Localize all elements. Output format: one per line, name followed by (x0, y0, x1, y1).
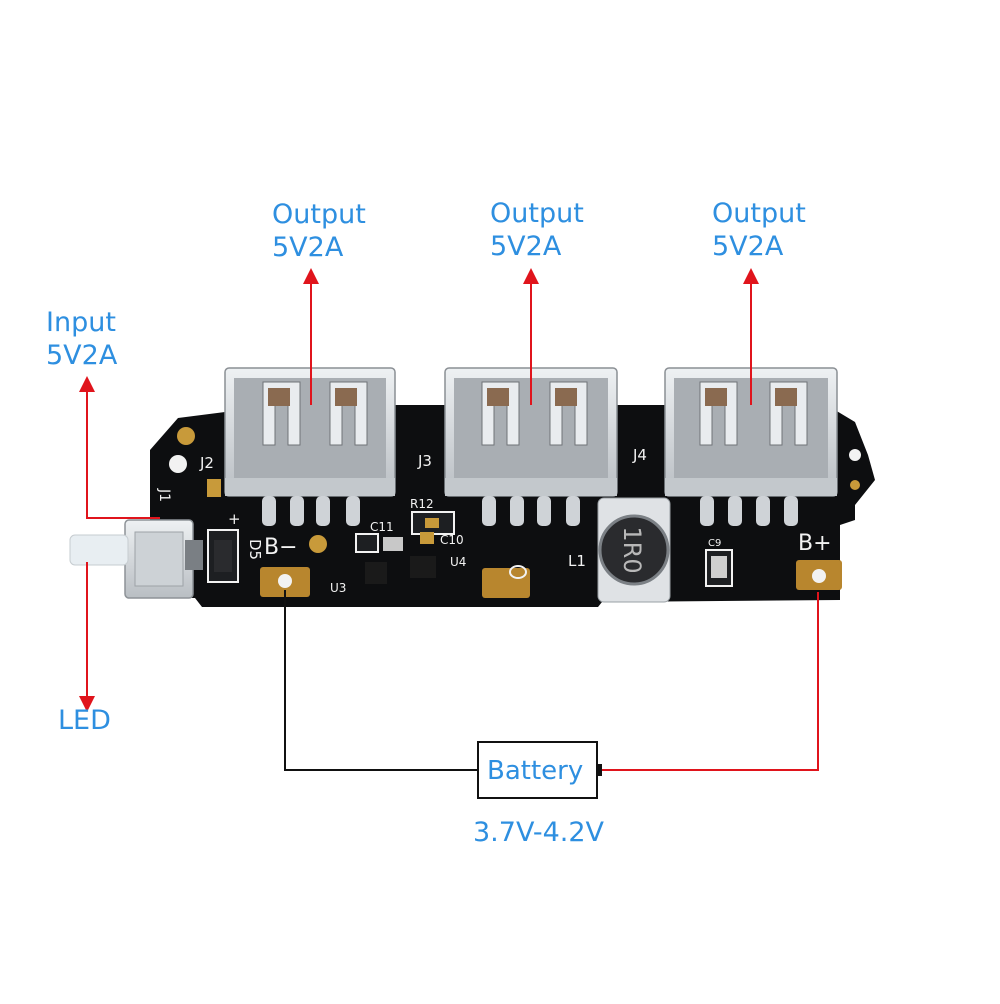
wire-battery-minus (284, 590, 478, 771)
label-output-1-rating: 5V2A (272, 232, 344, 263)
silk-r12: R12 (410, 497, 434, 511)
usb-port-j3 (444, 367, 618, 526)
silk-d5: D5 (246, 539, 264, 560)
silk-plus-small: + (228, 510, 241, 528)
label-output-2: Output 5V2A (490, 197, 584, 263)
u4-chip (410, 556, 436, 578)
battery-box (477, 741, 602, 799)
led-lens (69, 534, 129, 566)
u3-chip (365, 562, 387, 584)
label-led: LED (58, 705, 111, 736)
label-output-1-title: Output (272, 199, 366, 230)
label-battery-voltage: 3.7V-4.2V (473, 817, 604, 848)
battery-terminal (597, 764, 602, 776)
silk-c9: C9 (708, 538, 721, 549)
silk-l1: L1 (568, 552, 586, 570)
d5-led (214, 540, 232, 572)
pad-b-minus-hole (278, 574, 292, 588)
hole-right (849, 449, 861, 461)
silk-j3: J3 (417, 452, 432, 470)
r12-part (425, 518, 439, 528)
silk-u3: U3 (330, 581, 346, 595)
silkscreen-labels: J2 J3 J4 J1 + D5 B− C11 R12 C10 U4 U3 L1… (156, 446, 832, 595)
arrow-input (79, 376, 160, 519)
c9-part (711, 556, 727, 578)
silk-c11: C11 (370, 520, 394, 534)
silk-u4: U4 (450, 555, 466, 569)
label-input-rating: 5V2A (46, 340, 118, 371)
label-output-2-rating: 5V2A (490, 231, 562, 262)
silk-b-minus: B− (264, 535, 298, 560)
silk-circle (509, 565, 527, 579)
inductor-marking: 1R0 (618, 526, 646, 573)
pad-b-plus-hole (812, 569, 826, 583)
label-output-3-title: Output (712, 198, 806, 229)
pad-top-left (177, 427, 195, 445)
c11-part (355, 533, 379, 553)
silk-b-plus: B+ (798, 531, 832, 556)
pad-left (207, 479, 221, 497)
silk-j2: J2 (199, 454, 214, 472)
smd-cap (383, 537, 403, 551)
inductor-l1: 1R0 (597, 497, 671, 603)
arrows (79, 268, 819, 771)
wire-battery-plus (600, 592, 819, 771)
label-output-2-title: Output (490, 198, 584, 229)
pad-mid (482, 568, 530, 598)
pad-center (309, 535, 327, 553)
label-input-title: Input (46, 307, 116, 338)
label-output-1: Output 5V2A (272, 198, 366, 264)
hole-left (169, 455, 187, 473)
label-battery: Battery (487, 756, 584, 786)
micro-usb-connector (69, 519, 203, 599)
label-output-3-rating: 5V2A (712, 231, 784, 262)
label-input: Input 5V2A (46, 306, 117, 372)
silk-j4: J4 (632, 446, 647, 464)
c10-part (420, 532, 434, 544)
silk-c10: C10 (440, 533, 464, 547)
silk-j1: J1 (156, 488, 172, 502)
label-output-3: Output 5V2A (712, 197, 806, 263)
pad-right (850, 480, 860, 490)
